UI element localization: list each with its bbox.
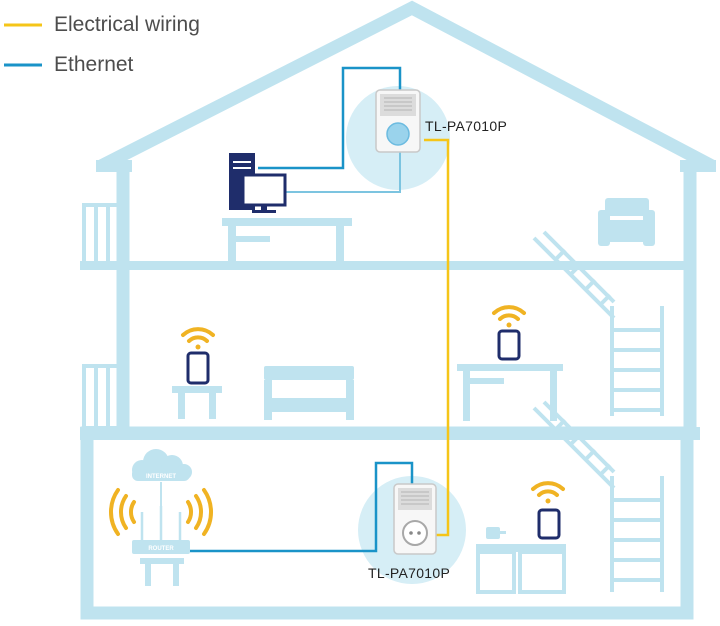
top-adapter-device <box>375 89 421 153</box>
legend-ethernet-label: Ethernet <box>54 53 134 76</box>
legend-electrical-label: Electrical wiring <box>54 13 200 36</box>
cloud-label: INTERNET <box>146 474 176 480</box>
ethernet-line-top-pc <box>258 66 402 170</box>
side-table-middle <box>172 386 222 419</box>
roof-eave-right <box>680 160 716 172</box>
wifi-icon-middle-right <box>492 305 526 328</box>
bottom-adapter-label: TL-PA7010P <box>368 565 451 581</box>
staircase-lower <box>532 400 664 592</box>
router-label: ROUTER <box>148 546 174 552</box>
wifi-icon-middle-left <box>181 327 215 350</box>
desk-middle <box>457 364 563 421</box>
bed-icon <box>264 366 354 420</box>
cloud-icon <box>132 449 192 481</box>
house-outline <box>98 0 716 435</box>
bottom-adapter-device <box>393 483 437 555</box>
ethernet-line-top-adapter-out <box>270 148 401 193</box>
ethernet-line-router <box>190 461 414 553</box>
top-adapter-label: TL-PA7010P <box>425 118 508 134</box>
balcony-upper <box>82 203 122 265</box>
sofa-icon <box>598 198 655 246</box>
wifi-icon-router-right <box>186 488 214 536</box>
staircase-upper <box>532 230 664 416</box>
electrical-wiring-line <box>424 138 450 537</box>
desk-upper <box>222 218 352 261</box>
wifi-icon-router-left <box>108 488 136 536</box>
floor-upper <box>80 261 692 270</box>
wifi-icon-kitchen <box>531 481 565 504</box>
tablet-icon-kitchen <box>537 508 561 540</box>
ground-floor-walls <box>80 426 694 620</box>
router-icon <box>132 506 190 554</box>
kitchen-counter <box>476 527 566 594</box>
tablet-icon-middle-left <box>186 351 210 385</box>
desktop-computer-icon <box>229 153 287 213</box>
roof-eave-left <box>96 160 132 172</box>
router-table <box>140 558 184 586</box>
tablet-icon-middle-right <box>497 329 521 361</box>
balcony-middle <box>82 364 122 430</box>
